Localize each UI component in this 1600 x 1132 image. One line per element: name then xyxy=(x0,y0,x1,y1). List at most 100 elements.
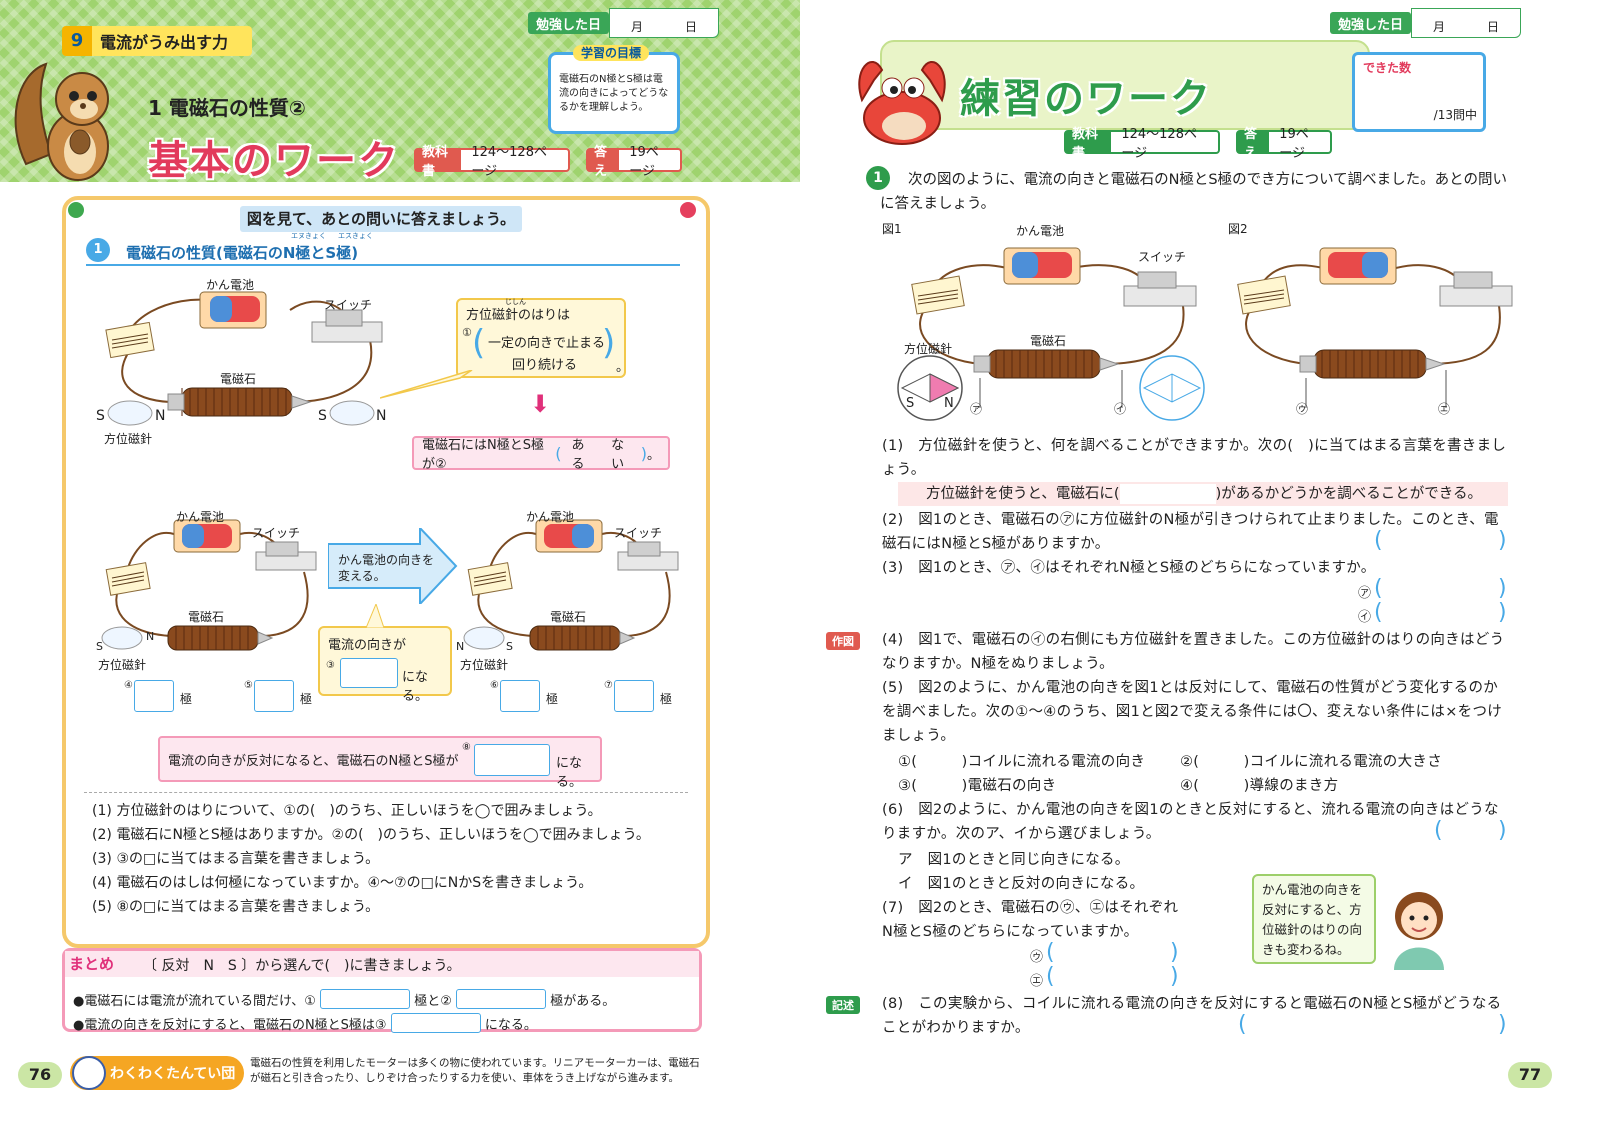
summary-blank-3[interactable] xyxy=(390,1013,481,1033)
answer-5-input[interactable] xyxy=(254,680,294,712)
q7-e-close: ) xyxy=(1170,964,1179,989)
answer-page: 19ページ xyxy=(1279,127,1309,161)
score-box[interactable]: できた数 /13問中 xyxy=(1352,52,1486,132)
q5-option-4[interactable]: ④( )導線のまき方 xyxy=(1180,778,1339,794)
right-q8: (8) この実験から、コイルに流れる電流の向きを反対にすると電磁石のN極とS極が… xyxy=(882,996,1502,1036)
box2-opt-no[interactable]: ない xyxy=(611,438,625,472)
q1-fill-blank[interactable] xyxy=(1119,484,1216,504)
pole-7-label: 極 xyxy=(660,692,673,706)
left-question-divider xyxy=(84,792,688,793)
summary-blank-1[interactable] xyxy=(320,989,411,1009)
change-battery-arrow xyxy=(328,528,458,604)
right-q1: (1) 方位磁針を使うと、何を調べることができますか。次の( )に当てはまる言葉… xyxy=(882,438,1507,478)
q3-a-open[interactable]: ( xyxy=(1374,576,1383,601)
q5-option-2[interactable]: ②( )コイルに流れる電流の大きさ xyxy=(1180,754,1443,770)
compass2-s-label: S xyxy=(318,408,327,424)
q-num: (5) xyxy=(92,899,112,915)
pole-4-circle: ④ xyxy=(124,680,133,691)
q6-option-a: ア 図1のときと同じ向きになる。 xyxy=(898,852,1130,868)
circuit-diagram-left xyxy=(101,519,317,651)
q-text: ③の□に当てはまる言葉を書きましょう。 xyxy=(116,851,380,867)
q-text: 方位磁針のはりについて、①の( )のうち、正しいほうを◯で囲みましょう。 xyxy=(116,803,602,819)
answer-4-input[interactable] xyxy=(134,680,174,712)
callout-opt2: 回り続ける xyxy=(512,358,578,373)
summary-blank-2[interactable] xyxy=(456,989,547,1009)
answer-7-input[interactable] xyxy=(614,680,654,712)
unit-tag: 9 電流がうみ出す力 xyxy=(62,26,252,56)
left-question-2: (2) 電磁石にN極とS極はありますか。②の( )のうち、正しいほうを◯で囲みま… xyxy=(92,824,650,844)
box2-text: 電磁石にはN極とS極が② xyxy=(422,438,544,472)
box8-end: になる。 xyxy=(556,756,583,790)
unit-label: 電流がうみ出す力 xyxy=(100,33,229,52)
pole-5-label: 極 xyxy=(300,692,313,706)
summary-1c: 極がある。 xyxy=(550,994,616,1009)
fig1-compass-label: 方位磁針 xyxy=(904,342,953,356)
magnet-label-2: 電磁石 xyxy=(188,610,225,624)
fig1-magnet-label: 電磁石 xyxy=(1030,334,1067,348)
left-answer-tag: 答え 19ページ xyxy=(586,145,682,179)
q1-fill-b: )があるかどうかを調べることができる。 xyxy=(1215,486,1482,502)
q7-e-open[interactable]: ( xyxy=(1046,964,1055,989)
compass-label-3: 方位磁針 xyxy=(460,658,509,672)
pole-6-label: 極 xyxy=(546,692,559,706)
cat-icon xyxy=(72,1056,106,1090)
q-num: (2) xyxy=(92,827,112,843)
q6-answer-close: ) xyxy=(1498,818,1507,843)
fig1-circuit xyxy=(897,247,1205,421)
right-page-number: 77 xyxy=(1508,1062,1552,1088)
box2-end: 。 xyxy=(647,447,661,463)
pole-7-circle: ⑦ xyxy=(604,680,613,691)
callout-paren-open: ( xyxy=(472,323,486,363)
day-label: 日 xyxy=(1487,20,1500,34)
left-question-5: (5) ⑧の□に当てはまる言葉を書きましょう。 xyxy=(92,896,379,916)
callout-end: 。 xyxy=(616,360,630,375)
goal-text: 電磁石のN極とS極は電流の向きによってどうなるかを理解しよう。 xyxy=(559,74,669,113)
studied-date-field[interactable]: 月日 xyxy=(1411,8,1522,38)
right-q4: (4) 図1で、電磁石の㋑の右側にも方位磁針を置きました。この方位磁針のはりの向… xyxy=(882,632,1505,672)
q3-a-close: ) xyxy=(1498,576,1507,601)
left-question-3: (3) ③の□に当てはまる言葉を書きましょう。 xyxy=(92,848,379,868)
red-pin-icon xyxy=(680,202,696,218)
answer-8-input[interactable] xyxy=(474,744,550,776)
q6-answer-open[interactable]: ( xyxy=(1434,818,1443,843)
q5-option-1[interactable]: ①( )コイルに流れる電流の向き xyxy=(898,754,1146,770)
score-total: /13問中 xyxy=(1433,108,1477,122)
compass3-n-label: N xyxy=(146,630,155,643)
callout-circle: ① xyxy=(462,326,472,339)
q2-answer-open[interactable]: ( xyxy=(1374,528,1383,553)
fig1-label: 図1 xyxy=(882,222,902,236)
right-studied-date: 勉強した日 月日 xyxy=(1330,8,1522,38)
summary-1b: 極と② xyxy=(414,994,452,1009)
q3-a-mark: ㋐ xyxy=(1358,586,1372,601)
textbook-pages: 124～128ページ xyxy=(1121,127,1197,161)
left-studied-date: 勉強した日 月日 xyxy=(528,8,720,38)
sakuzu-badge: 作図 xyxy=(826,632,860,650)
box2-opt-yes[interactable]: ある xyxy=(571,438,585,472)
q3-i-open[interactable]: ( xyxy=(1374,600,1383,625)
right-q6: (6) 図2のように、かん電池の向きを図1のときと反対にすると、流れる電流の向き… xyxy=(882,802,1499,842)
q8-answer-open[interactable]: ( xyxy=(1238,1012,1247,1037)
q-num: (4) xyxy=(92,875,112,891)
q1-title: 電磁石の性質(電磁石のN極とS極) xyxy=(126,244,359,262)
summary-1a: ●電磁石には電流が流れている間だけ、① xyxy=(73,994,316,1009)
studied-date-field[interactable]: 月日 xyxy=(609,8,720,38)
day-label: 日 xyxy=(685,20,698,34)
mark-a: ㋐ xyxy=(970,402,983,416)
q5-option-3[interactable]: ③( )電磁石の向き xyxy=(898,778,1057,794)
q7-u-open[interactable]: ( xyxy=(1046,940,1055,965)
answer-6-input[interactable] xyxy=(500,680,540,712)
summary-box: まとめ 〔 反対 N S 〕から選んで( )に書きましょう。 ●電磁石には電流が… xyxy=(62,948,702,1033)
section-title: 1 電磁石の性質② xyxy=(148,96,306,120)
summary-line-1: ●電磁石には電流が流れている間だけ、① 極と② 極がある。 xyxy=(73,985,615,1009)
answer-key: 答え xyxy=(588,145,620,179)
answer-page: 19ページ xyxy=(629,145,659,179)
battery-label-3: かん電池 xyxy=(526,510,575,524)
answer-3-input[interactable] xyxy=(340,658,398,688)
circuit-diagram-top xyxy=(105,291,383,426)
right-q-number-icon: 1 xyxy=(866,166,890,190)
ruby-n: エヌきょく xyxy=(291,232,326,240)
left-question-1: (1) 方位磁針のはりについて、①の( )のうち、正しいほうを◯で囲みましょう。 xyxy=(92,800,602,820)
box8-circle: ⑧ xyxy=(462,742,471,753)
month-label: 月 xyxy=(1433,20,1446,34)
